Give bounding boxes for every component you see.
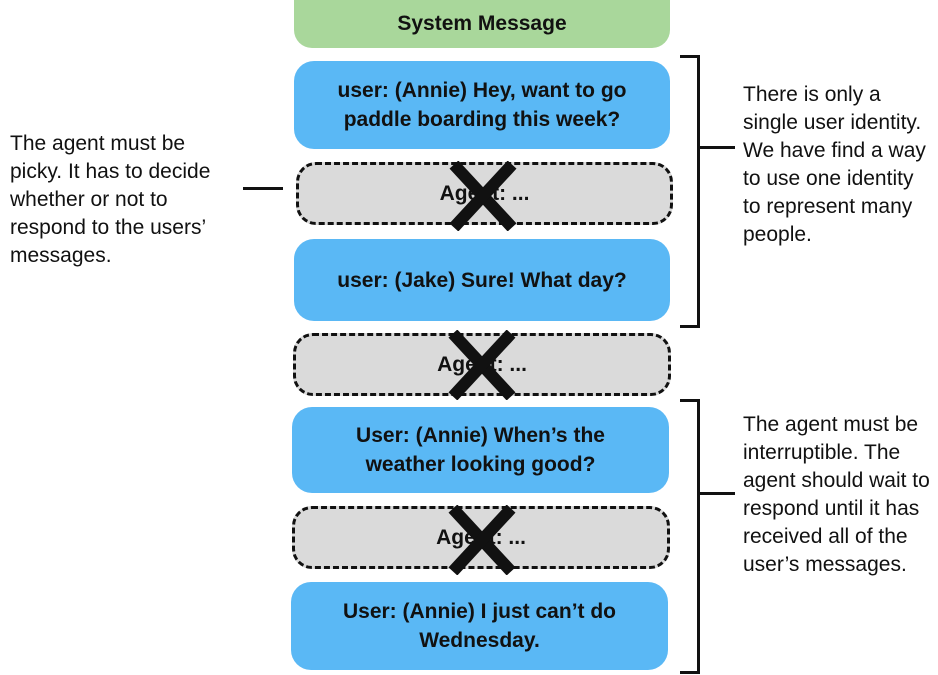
user-message-text: user: (Jake) Sure! What day? [337,268,627,292]
user-message-text: user: (Annie) Hey, want to go paddle boa… [337,79,627,131]
note-single-identity: There is only a single user identity. We… [743,83,926,246]
bracket-top [680,55,700,328]
user-message-jake: user: (Jake) Sure! What day? [294,239,670,321]
system-message-label: System Message [397,11,567,35]
agent-message-text: Agent: ... [437,353,527,376]
user-message-text: User: (Annie) When’s the weather looking… [356,424,605,476]
system-message-box: System Message [294,0,670,48]
connector-line-top [700,146,735,149]
note-interruptible: The agent must be interruptible. The age… [743,413,930,576]
user-message-annie-1: user: (Annie) Hey, want to go paddle boa… [294,61,670,149]
connector-line-bottom [700,492,735,495]
agent-message-1: Agent: ... [296,162,673,225]
user-message-annie-2: User: (Annie) When’s the weather looking… [292,407,669,493]
bracket-bottom [680,399,700,674]
agent-message-text: Agent: ... [436,526,526,549]
user-message-annie-3: User: (Annie) I just can’t do Wednesday. [291,582,668,670]
agent-message-text: Agent: ... [439,182,530,205]
user-message-text: User: (Annie) I just can’t do Wednesday. [342,600,617,652]
note-picky: The agent must be picky. It has to decid… [10,132,211,267]
connector-line-left [243,187,283,190]
agent-message-2: Agent: ... [293,333,671,396]
agent-message-3: Agent: ... [292,506,670,569]
